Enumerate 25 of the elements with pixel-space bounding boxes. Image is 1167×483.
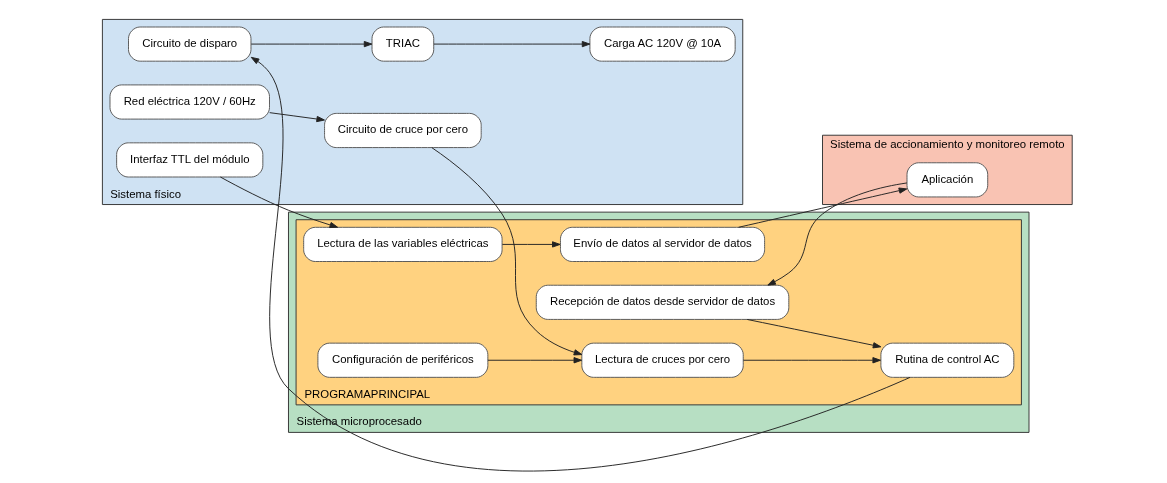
node-box: Configuración de periféricos <box>317 342 489 378</box>
arrow <box>487 357 583 364</box>
arrow <box>219 176 339 229</box>
arrow <box>501 241 561 248</box>
node-box: Lectura de las variables eléctricas <box>303 226 503 262</box>
arrow <box>742 357 881 364</box>
arrow <box>250 56 911 471</box>
node-box: Lectura de cruces por cero <box>581 342 744 378</box>
arrow <box>738 187 908 228</box>
node-box: Carga AC 120V @ 10A <box>589 26 736 62</box>
arrow <box>433 40 591 48</box>
node-box: Aplicación <box>906 162 989 198</box>
arrow <box>431 147 583 356</box>
arrow <box>746 319 882 349</box>
arrow <box>269 112 325 123</box>
node-box: Interfaz TTL del módulo <box>116 142 264 178</box>
node-box: Recepción de datos desde servidor de datos <box>535 284 790 320</box>
arrow <box>250 40 373 48</box>
arrow <box>767 182 908 286</box>
node-box: Circuito de cruce por cero <box>324 112 482 149</box>
node-box: TRIAC <box>371 26 435 62</box>
node-box: Envío de datos al servidor de datos <box>560 226 766 262</box>
node-box: Rutina de control AC <box>880 342 1015 378</box>
node-box: Circuito de disparo <box>128 26 252 62</box>
node-box: Red eléctrica 120V / 60Hz <box>109 84 270 120</box>
